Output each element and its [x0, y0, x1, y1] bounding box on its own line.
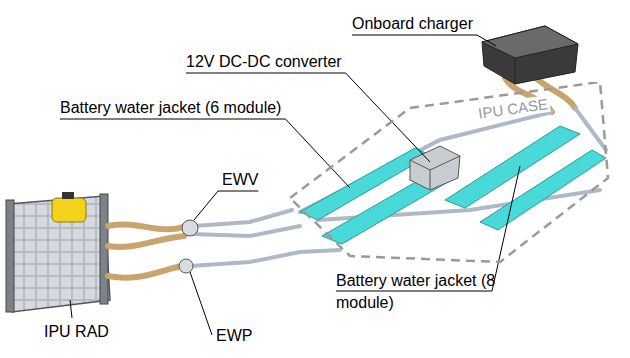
part-label: EWV	[222, 170, 258, 189]
valve-pump	[179, 220, 198, 273]
part-label: Battery water jacket (6 module)	[60, 98, 281, 117]
leader-line	[190, 272, 212, 335]
dcdc-converter	[410, 146, 460, 190]
part-label: Battery water jacket (8 module)	[336, 270, 504, 314]
part-label: Onboard charger	[352, 14, 473, 33]
leader-line	[60, 119, 350, 188]
case-border	[290, 82, 608, 262]
label-anchor: Battery water jacket (8 module)	[336, 270, 504, 314]
label-anchor: Battery water jacket (6 module)	[60, 98, 281, 117]
label-anchor: EWV	[222, 170, 258, 189]
leader-line	[186, 73, 430, 162]
case-label: IPU CASE	[475, 95, 551, 122]
part-label: 12V DC-DC converter	[186, 52, 342, 71]
water-jacket	[300, 126, 606, 244]
label-anchor: Onboard charger	[352, 14, 473, 33]
part-label: IPU RAD	[44, 322, 109, 341]
part-label: EWP	[216, 326, 252, 345]
label-anchor: IPU RAD	[44, 322, 109, 341]
radiator	[6, 192, 110, 312]
label-anchor: 12V DC-DC converter	[186, 52, 342, 71]
coolant-pipe	[190, 108, 606, 266]
dashed-outline	[290, 82, 610, 264]
onboard-charger	[482, 26, 578, 84]
leader-line	[352, 35, 496, 46]
leader-line	[70, 300, 72, 318]
case-outline: IPU CASE	[290, 82, 610, 264]
leader-line	[194, 191, 258, 220]
label-anchor: EWP	[216, 326, 252, 345]
